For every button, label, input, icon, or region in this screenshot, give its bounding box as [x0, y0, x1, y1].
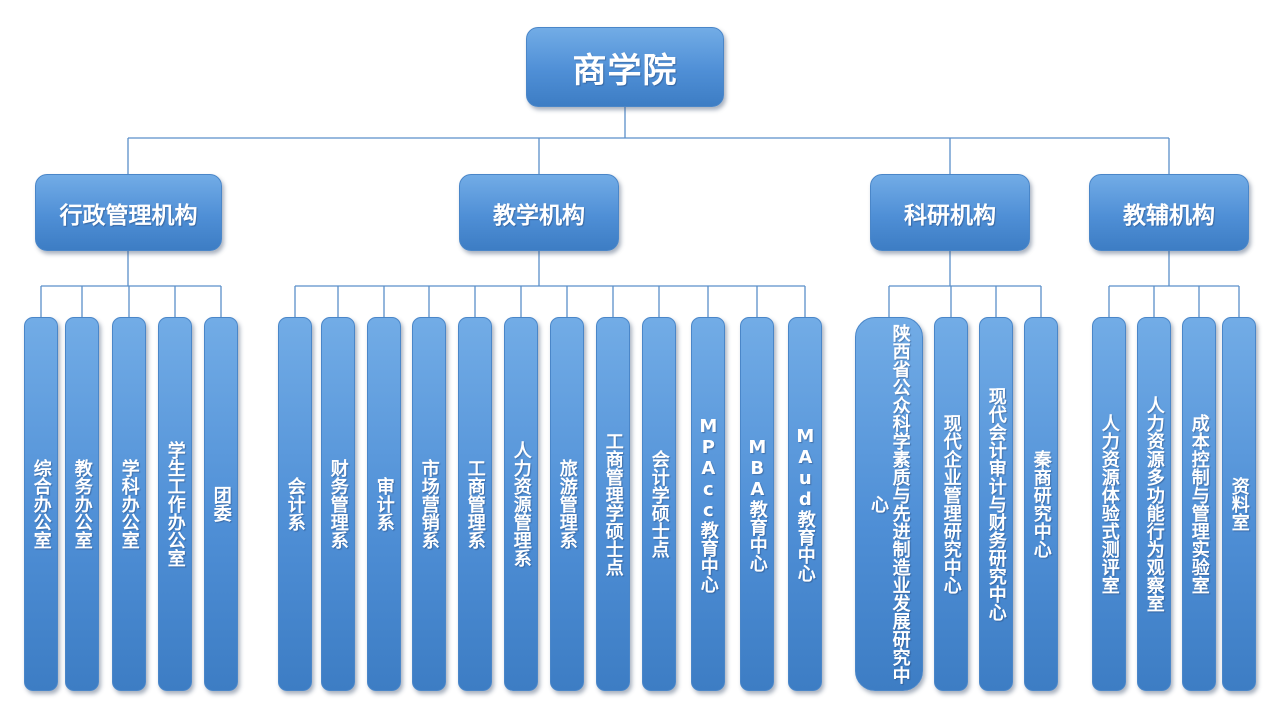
leaf-node: 团委 — [204, 317, 238, 691]
leaf-node: MBA教育中心 — [740, 317, 774, 691]
category-label: 教辅机构 — [1123, 202, 1215, 229]
leaf-node: 秦商研究中心 — [1024, 317, 1058, 691]
leaf-node: 陕西省公众科学素质与先进制造业发展研究中心 — [855, 317, 923, 691]
category-label: 教学机构 — [493, 202, 585, 229]
leaf-node: 人力资源管理系 — [504, 317, 538, 691]
leaf-node: 现代会计审计与财务研究中心 — [979, 317, 1013, 691]
leaf-node: 学生工作办公室 — [158, 317, 192, 691]
leaf-node: 工商管理系 — [458, 317, 492, 691]
leaf-node: 审计系 — [367, 317, 401, 691]
leaf-node: 会计系 — [278, 317, 312, 691]
root-label: 商学院 — [572, 50, 678, 91]
leaf-node: 旅游管理系 — [550, 317, 584, 691]
leaf-node: 教务办公室 — [65, 317, 99, 691]
leaf-node: 市场营销系 — [412, 317, 446, 691]
category-support: 教辅机构 — [1089, 174, 1249, 251]
root-node: 商学院 — [526, 27, 724, 107]
category-label: 科研机构 — [904, 202, 996, 229]
category-teaching: 教学机构 — [459, 174, 619, 251]
leaf-node: 人力资源体验式测评室 — [1092, 317, 1126, 691]
leaf-node: 学科办公室 — [112, 317, 146, 691]
leaf-node: 人力资源多功能行为观察室 — [1137, 317, 1171, 691]
leaf-node: 现代企业管理研究中心 — [934, 317, 968, 691]
leaf-node: 工商管理学硕士点 — [596, 317, 630, 691]
leaf-node: 资料室 — [1222, 317, 1256, 691]
leaf-node: MPAcc教育中心 — [691, 317, 725, 691]
leaf-node: MAud教育中心 — [788, 317, 822, 691]
leaf-node: 成本控制与管理实验室 — [1182, 317, 1216, 691]
leaf-node: 财务管理系 — [321, 317, 355, 691]
category-label: 行政管理机构 — [59, 202, 198, 229]
leaf-node: 综合办公室 — [24, 317, 58, 691]
leaf-node: 会计学硕士点 — [642, 317, 676, 691]
category-admin: 行政管理机构 — [35, 174, 222, 251]
category-research: 科研机构 — [870, 174, 1030, 251]
